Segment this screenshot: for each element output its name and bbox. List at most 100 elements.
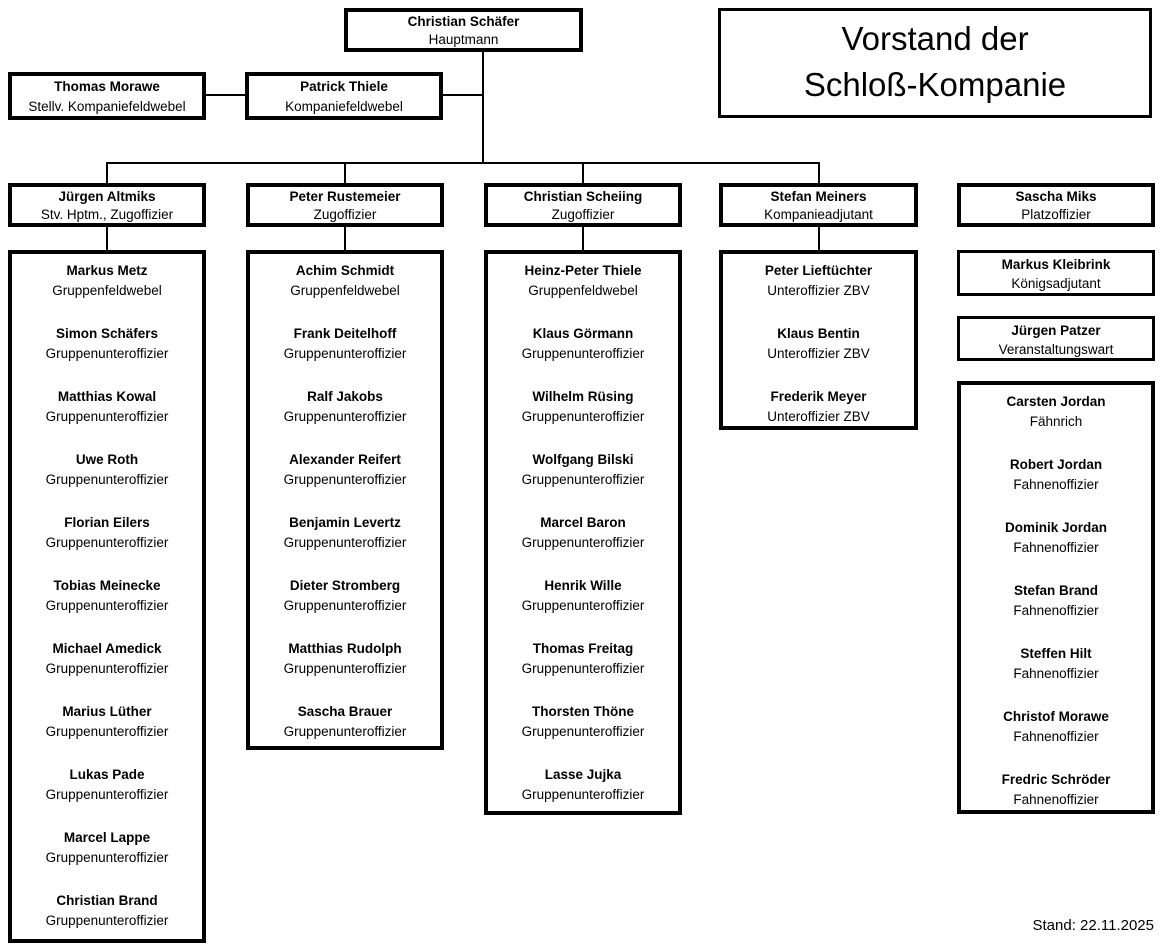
member-entry: Markus Kleibrink Königsadjutant — [960, 255, 1152, 293]
person-role: Hauptmann — [428, 32, 499, 47]
group-box-zug1: Markus Metz Gruppenfeldwebel Simon Schäf… — [8, 250, 206, 943]
member-role: Unteroffizier ZBV — [767, 409, 870, 424]
member-entry: Benjamin Levertz Gruppenunteroffizier — [250, 513, 440, 553]
member-entry: Lasse Jujka Gruppenunteroffizier — [488, 765, 678, 805]
member-name: Christof Morawe — [1003, 709, 1109, 724]
member-entry: Thorsten Thöne Gruppenunteroffizier — [488, 702, 678, 742]
connector-distribution — [106, 162, 820, 164]
member-role: Gruppenunteroffizier — [521, 346, 645, 361]
member-name: Matthias Rudolph — [288, 641, 402, 656]
member-entry: Peter Lieftüchter Unteroffizier ZBV — [723, 261, 914, 301]
connector-stub-down-adjutant — [818, 162, 820, 184]
box-leader-zug3: Christian Scheiing Zugoffizier — [484, 183, 682, 227]
member-entry: Frank Deitelhoff Gruppenunteroffizier — [250, 324, 440, 364]
member-entry: Dieter Stromberg Gruppenunteroffizier — [250, 576, 440, 616]
member-role: Gruppenfeldwebel — [290, 283, 400, 298]
member-name: Dominik Jordan — [1004, 520, 1107, 535]
person-role: Zugoffizier — [551, 207, 615, 222]
chart-title-line1: Vorstand der — [841, 20, 1029, 57]
member-name: Carsten Jordan — [1006, 394, 1106, 409]
member-role: Fahnenoffizier — [1013, 792, 1099, 807]
member-entry: Florian Eilers Gruppenunteroffizier — [12, 513, 202, 553]
member-name: Benjamin Levertz — [289, 515, 401, 530]
person-name: Peter Rustemeier — [289, 189, 401, 204]
member-name: Heinz-Peter Thiele — [524, 263, 642, 278]
member-name: Stefan Brand — [1013, 583, 1098, 598]
member-entry: Achim Schmidt Gruppenfeldwebel — [250, 261, 440, 301]
member-entry: Carsten Jordan Fähnrich — [961, 392, 1151, 432]
member-name: Lasse Jujka — [544, 767, 622, 782]
member-entry: Frederik Meyer Unteroffizier ZBV — [723, 387, 914, 426]
status-date: Stand: 22.11.2025 — [1032, 917, 1155, 934]
member-role: Gruppenunteroffizier — [45, 472, 169, 487]
person-role: Kompaniefeldwebel — [285, 99, 403, 114]
member-name: Jürgen Patzer — [1011, 323, 1101, 338]
group-box-zug2: Achim Schmidt Gruppenfeldwebel Frank Dei… — [246, 250, 444, 750]
member-entry: Stefan Brand Fahnenoffizier — [961, 581, 1151, 621]
member-role: Gruppenunteroffizier — [283, 535, 407, 550]
member-name: Thorsten Thöne — [532, 704, 634, 719]
person-name: Christian Schäfer — [407, 14, 520, 29]
box-leader-platzoffizier: Sascha Miks Platzoffizier — [957, 183, 1155, 227]
member-role: Unteroffizier ZBV — [767, 346, 870, 361]
member-name: Sascha Brauer — [297, 704, 393, 719]
member-name: Alexander Reifert — [289, 452, 401, 467]
person-role: Kompanieadjutant — [764, 207, 873, 222]
member-role: Gruppenunteroffizier — [521, 724, 645, 739]
connector-stub-down-zug3 — [582, 162, 584, 184]
member-role: Fahnenoffizier — [1013, 666, 1099, 681]
member-entry: Heinz-Peter Thiele Gruppenfeldwebel — [488, 261, 678, 301]
box-kompaniefeldwebel: Patrick Thiele Kompaniefeldwebel — [245, 72, 443, 120]
member-role: Gruppenfeldwebel — [528, 283, 638, 298]
member-entry: Klaus Bentin Unteroffizier ZBV — [723, 324, 914, 364]
member-role: Gruppenunteroffizier — [521, 661, 645, 676]
person-role: Zugoffizier — [313, 207, 377, 222]
member-entry: Marcel Lappe Gruppenunteroffizier — [12, 828, 202, 868]
member-name: Fredric Schröder — [1001, 772, 1111, 787]
person-role: Stv. Hptm., Zugoffizier — [40, 207, 174, 222]
person-name: Jürgen Altmiks — [58, 189, 156, 204]
member-role: Gruppenunteroffizier — [45, 535, 169, 550]
member-entry: Dominik Jordan Fahnenoffizier — [961, 518, 1151, 558]
member-entry: Michael Amedick Gruppenunteroffizier — [12, 639, 202, 679]
member-name: Frank Deitelhoff — [293, 326, 397, 341]
member-entry: Thomas Freitag Gruppenunteroffizier — [488, 639, 678, 679]
member-role: Gruppenunteroffizier — [521, 598, 645, 613]
member-role: Gruppenunteroffizier — [283, 409, 407, 424]
chart-title-box: Vorstand der Schloß-Kompanie — [718, 8, 1152, 118]
member-name: Tobias Meinecke — [53, 578, 161, 593]
member-role: Gruppenunteroffizier — [283, 346, 407, 361]
member-name: Achim Schmidt — [295, 263, 395, 278]
member-role: Gruppenunteroffizier — [45, 913, 169, 928]
group-box-veranstaltungswart: Jürgen Patzer Veranstaltungswart — [957, 316, 1155, 361]
member-role: Gruppenfeldwebel — [52, 283, 162, 298]
member-name: Marius Lüther — [62, 704, 152, 719]
connector-leader3-group — [582, 227, 584, 251]
member-role: Gruppenunteroffizier — [521, 472, 645, 487]
member-entry: Alexander Reifert Gruppenunteroffizier — [250, 450, 440, 490]
member-role: Gruppenunteroffizier — [283, 598, 407, 613]
member-entry: Lukas Pade Gruppenunteroffizier — [12, 765, 202, 805]
member-name: Marcel Baron — [540, 515, 626, 530]
member-name: Michael Amedick — [52, 641, 162, 656]
group-box-adjutantur: Peter Lieftüchter Unteroffizier ZBV Klau… — [719, 250, 918, 430]
member-role: Gruppenunteroffizier — [283, 661, 407, 676]
member-name: Florian Eilers — [64, 515, 150, 530]
member-name: Simon Schäfers — [55, 326, 159, 341]
box-leader-adjutant: Stefan Meiners Kompanieadjutant — [719, 183, 918, 227]
member-role: Gruppenunteroffizier — [283, 472, 407, 487]
member-entry: Matthias Kowal Gruppenunteroffizier — [12, 387, 202, 427]
member-entry: Klaus Görmann Gruppenunteroffizier — [488, 324, 678, 364]
member-role: Gruppenunteroffizier — [45, 409, 169, 424]
member-name: Klaus Görmann — [532, 326, 634, 341]
member-entry: Marius Lüther Gruppenunteroffizier — [12, 702, 202, 742]
member-entry: Marcel Baron Gruppenunteroffizier — [488, 513, 678, 553]
member-name: Uwe Roth — [75, 452, 139, 467]
member-entry: Uwe Roth Gruppenunteroffizier — [12, 450, 202, 490]
member-entry: Ralf Jakobs Gruppenunteroffizier — [250, 387, 440, 427]
person-name: Christian Scheiing — [523, 189, 643, 204]
member-role: Königsadjutant — [1011, 276, 1101, 291]
member-role: Gruppenunteroffizier — [521, 535, 645, 550]
box-hauptmann: Christian Schäfer Hauptmann — [344, 8, 583, 52]
member-entry: Matthias Rudolph Gruppenunteroffizier — [250, 639, 440, 679]
